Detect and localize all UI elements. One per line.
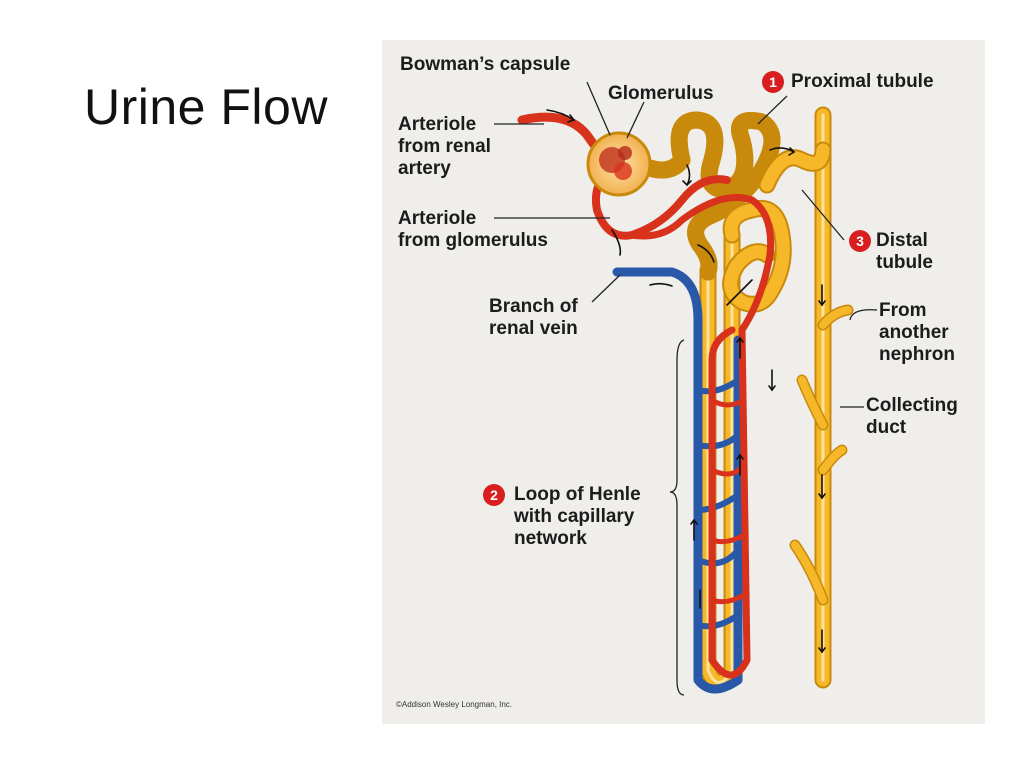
label-proximal-tubule: Proximal tubule <box>791 71 934 92</box>
badge-proximal: 1 <box>762 71 784 93</box>
capillary-network-shape <box>517 112 775 694</box>
slide-title: Urine Flow <box>84 79 328 135</box>
label-another-nephron: From another nephron <box>879 300 955 365</box>
flow-arrows <box>546 109 826 654</box>
label-loop-of-henle: Loop of Henle with capillary network <box>514 484 641 549</box>
copyright-credit: ©Addison Wesley Longman, Inc. <box>396 700 513 709</box>
label-arteriole-renal-artery: Arteriole from renal artery <box>398 114 491 179</box>
bowmans-capsule-shape <box>586 131 652 197</box>
label-branch-renal-vein: Branch of renal vein <box>489 296 578 339</box>
label-bowmans-capsule: Bowman’s capsule <box>400 54 571 75</box>
convoluted-tubules-shape <box>623 111 832 313</box>
nephron-illustration <box>494 81 878 696</box>
label-collecting-duct: Collecting duct <box>866 395 958 438</box>
label-glomerulus: Glomerulus <box>608 83 714 104</box>
label-distal-tubule: Distal tubule <box>876 230 933 273</box>
loop-of-henle-shape <box>699 226 741 691</box>
badge-loop: 2 <box>483 484 505 506</box>
nephron-diagram: Bowman’s capsule Glomerulus 1 Proximal t… <box>382 40 985 724</box>
label-arteriole-glomerulus: Arteriole from glomerulus <box>398 208 548 251</box>
badge-distal: 3 <box>849 230 871 252</box>
collecting-duct-shape <box>789 106 854 689</box>
leader-lines <box>494 81 878 696</box>
